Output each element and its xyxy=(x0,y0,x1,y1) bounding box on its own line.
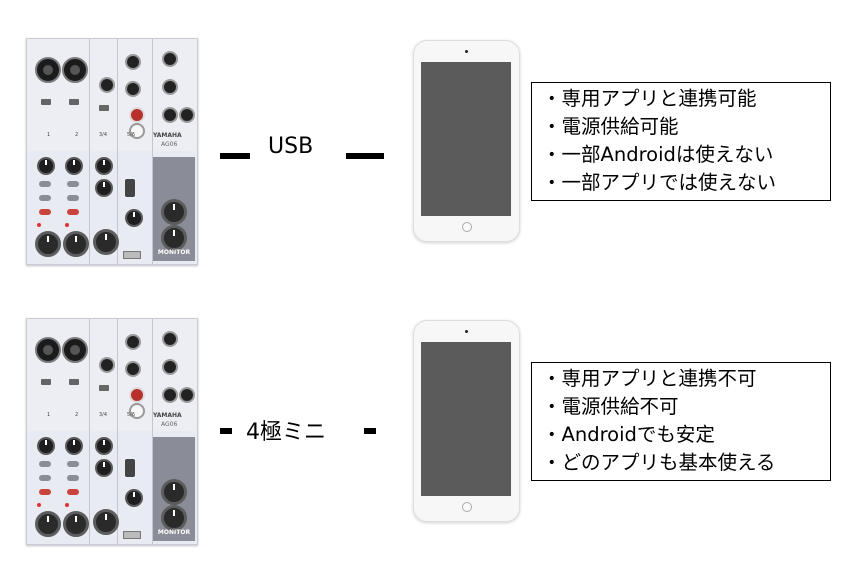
channel-label-5-6: 5/6 xyxy=(127,132,136,138)
mixer-image: 1 2 3/4 5/6 YAMAHA AG06 MONITOR xyxy=(26,318,198,545)
connection-label-mini: 4極ミニ xyxy=(246,420,326,445)
feature-item: ・電源供給不可 xyxy=(542,395,679,418)
xlr-input-1 xyxy=(35,337,61,363)
xlr-input-2 xyxy=(62,337,88,363)
mixer-model: AG06 xyxy=(161,141,178,148)
feature-box-usb: ・専用アプリと連携可能 ・電源供給可能 ・一部Androidは使えない ・一部ア… xyxy=(531,82,831,201)
mixer-image: 1 2 3/4 5/6 YAMAHA AG06 MONITOR xyxy=(26,38,198,265)
mixer-model: AG06 xyxy=(161,421,178,428)
monitor-label: MONITOR xyxy=(157,529,191,536)
phone-screen xyxy=(421,342,511,496)
row-usb: 1 2 3/4 5/6 YAMAHA AG06 MONITOR USB xyxy=(0,30,854,270)
phone-screen xyxy=(421,62,511,216)
camera-dot xyxy=(465,50,468,53)
feature-item: ・専用アプリと連携可能 xyxy=(542,87,757,110)
channel-label-2: 2 xyxy=(75,132,79,138)
channel-label-5-6: 5/6 xyxy=(127,412,136,418)
connector-dash-right xyxy=(346,153,384,159)
feature-item: ・どのアプリも基本使える xyxy=(542,451,776,474)
home-button xyxy=(462,502,472,512)
home-button xyxy=(462,222,472,232)
channel-label-1: 1 xyxy=(47,412,51,418)
xlr-input-2 xyxy=(62,57,88,83)
channel-label-2: 2 xyxy=(75,412,79,418)
connector-dash-left xyxy=(220,153,250,159)
connection-label-usb: USB xyxy=(268,134,314,159)
camera-dot xyxy=(465,330,468,333)
mixer-brand: YAMAHA xyxy=(153,412,182,419)
feature-item: ・一部Androidは使えない xyxy=(542,143,774,166)
channel-label-3-4: 3/4 xyxy=(99,412,108,418)
smartphone xyxy=(413,40,520,242)
row-mini: 1 2 3/4 5/6 YAMAHA AG06 MONITOR 4極ミニ xyxy=(0,310,854,550)
feature-item: ・電源供給可能 xyxy=(542,115,679,138)
feature-item: ・Androidでも安定 xyxy=(542,423,715,446)
feature-item: ・専用アプリと連携不可 xyxy=(542,367,757,390)
feature-box-mini: ・専用アプリと連携不可 ・電源供給不可 ・Androidでも安定 ・どのアプリも… xyxy=(531,362,831,481)
channel-label-1: 1 xyxy=(47,132,51,138)
connector-dash-right xyxy=(364,428,376,434)
xlr-input-1 xyxy=(35,57,61,83)
connector-dash-left xyxy=(220,428,232,434)
feature-item: ・一部アプリでは使えない xyxy=(542,171,777,194)
channel-label-3-4: 3/4 xyxy=(99,132,108,138)
smartphone xyxy=(413,320,520,522)
mixer-brand: YAMAHA xyxy=(153,132,182,139)
monitor-label: MONITOR xyxy=(157,249,191,256)
